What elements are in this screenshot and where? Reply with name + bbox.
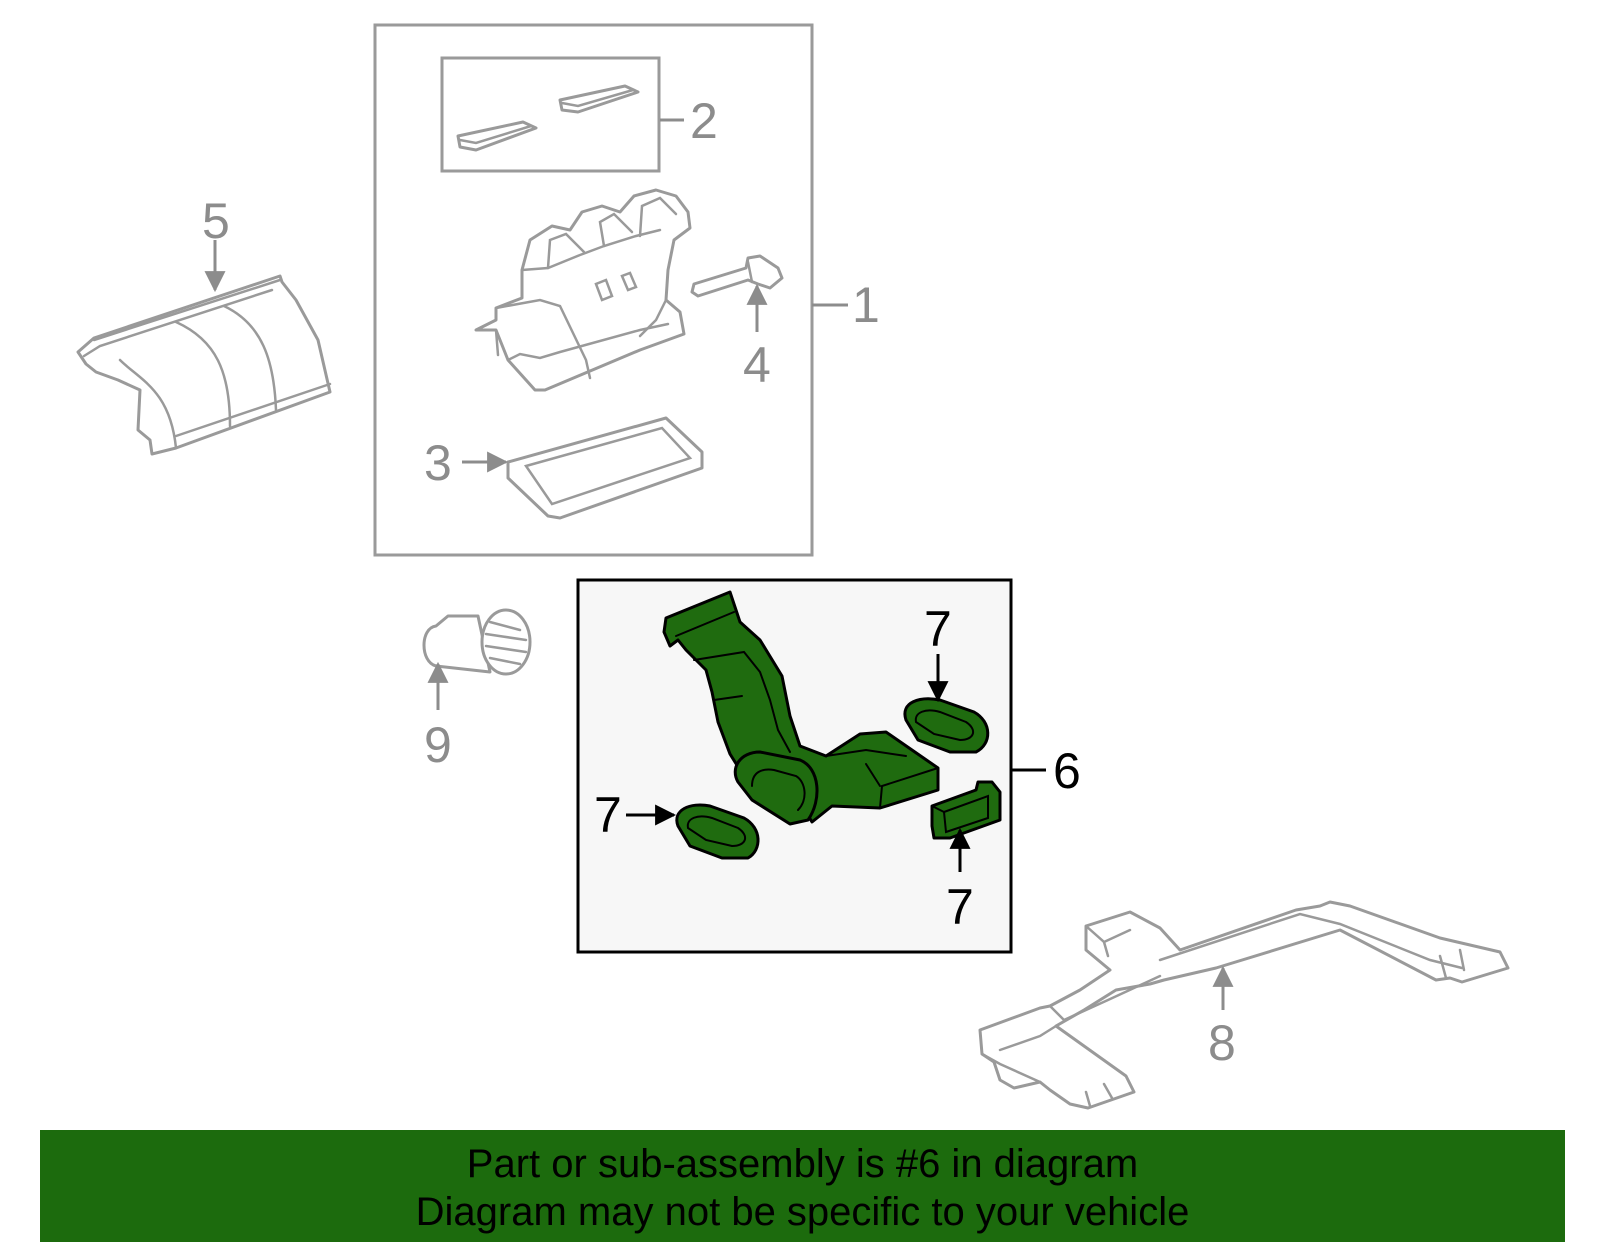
sub-box-2 <box>440 56 661 173</box>
info-banner: Part or sub-assembly is #6 in diagram Di… <box>40 1130 1565 1242</box>
callout-6[interactable]: 6 <box>1053 743 1081 799</box>
callout-7-top[interactable]: 7 <box>924 601 952 657</box>
part-8-floor-duct[interactable] <box>978 900 1510 1110</box>
part-4-actuator[interactable] <box>690 254 784 298</box>
part-5-duct[interactable] <box>76 274 332 456</box>
callout-5[interactable]: 5 <box>202 193 230 249</box>
banner-line-2: Diagram may not be specific to your vehi… <box>415 1190 1190 1234</box>
banner-line-1: Part or sub-assembly is #6 in diagram <box>466 1142 1139 1186</box>
callout-1[interactable]: 1 <box>852 277 880 333</box>
callout-4[interactable]: 4 <box>743 337 771 393</box>
callout-7-left[interactable]: 7 <box>594 787 622 843</box>
part-1-housing[interactable] <box>474 188 692 392</box>
part-7-seal-left[interactable] <box>675 803 760 860</box>
callout-9[interactable]: 9 <box>424 717 452 773</box>
part-6-duct-highlighted[interactable] <box>662 590 940 826</box>
callout-3[interactable]: 3 <box>424 435 452 491</box>
part-7-seal-top[interactable] <box>903 697 990 754</box>
part-2-filters[interactable] <box>456 84 640 152</box>
part-9-vent[interactable] <box>422 608 532 676</box>
callout-2[interactable]: 2 <box>690 93 718 149</box>
part-7-seal-square[interactable] <box>930 780 1002 840</box>
callout-8[interactable]: 8 <box>1208 1015 1236 1071</box>
parts-diagram: 2 1 4 3 5 9 8 6 7 7 7 <box>76 23 1510 1110</box>
part-3-filter[interactable] <box>506 416 704 520</box>
callout-7-bottom[interactable]: 7 <box>946 879 974 935</box>
